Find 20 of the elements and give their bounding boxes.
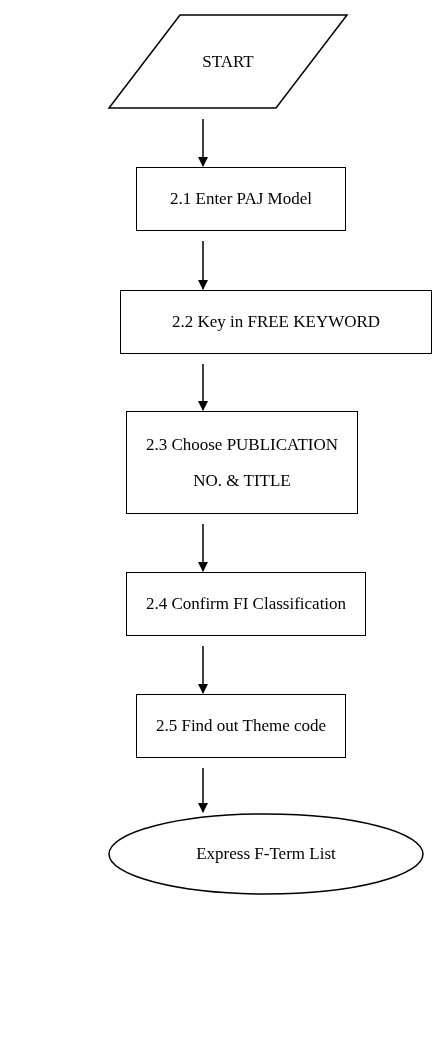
step-label: Express F-Term List	[195, 843, 337, 866]
process-box	[136, 694, 346, 758]
arrow	[198, 363, 208, 411]
step-label: 2.3 Choose PUBLICATION NO. & TITLE	[144, 433, 340, 492]
step-label: 2.4 Confirm FI Classification	[144, 593, 348, 616]
process-box	[126, 411, 358, 514]
step-label: START	[201, 50, 255, 73]
arrow	[198, 767, 208, 813]
step-label: 2.1 Enter PAJ Model	[169, 188, 313, 211]
step-label: 2.5 Find out Theme code	[154, 715, 328, 738]
arrow	[198, 645, 208, 694]
arrow	[198, 118, 208, 167]
process-box	[136, 167, 346, 231]
process-box	[120, 290, 432, 354]
arrow	[198, 523, 208, 572]
start-parallelogram	[108, 14, 348, 109]
arrow	[198, 240, 208, 290]
terminal-ellipse	[108, 813, 424, 895]
process-box	[126, 572, 366, 636]
step-label: 2.2 Key in FREE KEYWORD	[170, 311, 382, 334]
